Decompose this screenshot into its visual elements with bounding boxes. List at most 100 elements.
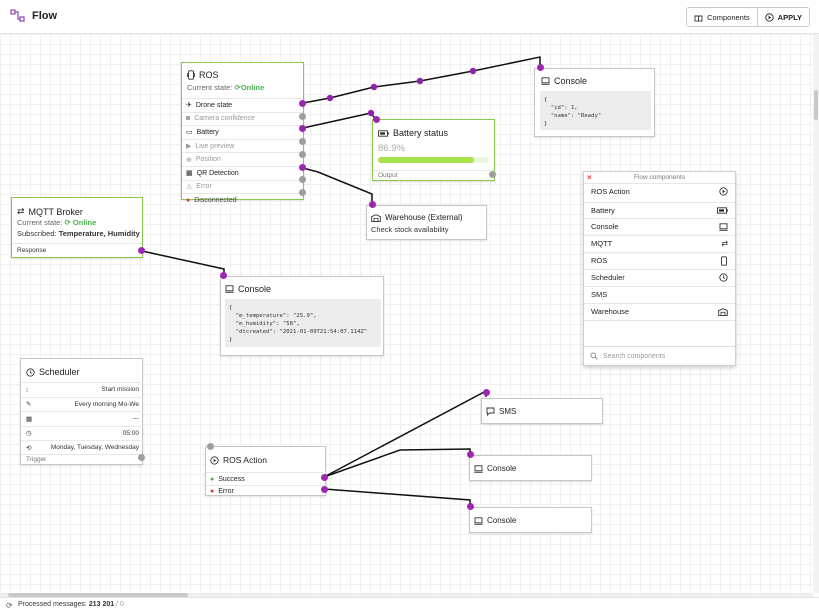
warehouse-header: Warehouse (External) xyxy=(371,213,463,222)
ros-port-battery[interactable] xyxy=(299,125,306,132)
mqtt-subscribed: Subscribed: Temperature, Humidity xyxy=(17,229,140,238)
ros-output-error[interactable]: ⚠Error xyxy=(182,179,303,194)
components-button[interactable]: Components xyxy=(687,8,757,26)
gift-icon xyxy=(694,15,703,21)
component-item-scheduler[interactable]: Scheduler xyxy=(584,269,735,286)
ros-output-drone-state[interactable]: ✈Drone state xyxy=(182,98,303,112)
ros-output-qr-detection[interactable]: ▦QR Detection xyxy=(182,165,303,180)
component-search-input[interactable]: Search components xyxy=(603,352,666,360)
ros-output-live-preview[interactable]: ▶Live preview xyxy=(182,138,303,153)
console-node-title: Console xyxy=(487,464,517,473)
ros-output-position[interactable]: ⊕Position xyxy=(182,152,303,166)
sms-title: SMS xyxy=(499,407,517,416)
apply-button[interactable]: APPLY xyxy=(756,8,809,26)
ros-action-node[interactable]: ROS Action ●Success ●Error xyxy=(205,446,327,499)
scheduler-row-action[interactable]: ⁝Start mission xyxy=(21,382,143,397)
device-icon xyxy=(721,256,727,266)
battery-status-input-port[interactable] xyxy=(373,116,380,123)
calendar-icon: ▦ xyxy=(26,415,33,423)
component-item-battery[interactable]: Battery xyxy=(584,201,735,219)
mqtt-subscribed-value: Temperature, Humidity xyxy=(58,229,140,238)
status-bar: ⟳ Processed messages: 213 201 / 0 xyxy=(0,597,819,614)
ros-output-disconnected[interactable]: ●Disconnected xyxy=(182,193,303,207)
ros-port-error[interactable] xyxy=(299,176,306,183)
ros-node-state-value: Online xyxy=(240,83,265,92)
scheduler-trigger-port[interactable] xyxy=(138,454,145,461)
component-item-ros-action[interactable]: ROS Action xyxy=(584,183,735,200)
mqtt-broker-node[interactable]: ⇄ MQTT Broker Current state: ⟳ Online Su… xyxy=(11,197,143,258)
ros-output-label: Drone state xyxy=(195,101,233,109)
console-b1-input-port[interactable] xyxy=(467,451,474,458)
component-search[interactable]: Search components xyxy=(584,346,735,365)
warehouse-input-port[interactable] xyxy=(369,201,376,208)
scheduler-row-repeat[interactable]: ⟲Monday, Tuesday, Wednesday xyxy=(21,440,143,455)
vertical-scrollbar[interactable] xyxy=(813,34,819,593)
console-node-b1[interactable]: Console xyxy=(469,455,592,481)
mqtt-header: ⇄ MQTT Broker xyxy=(17,206,83,217)
mqtt-response-port[interactable] xyxy=(138,247,145,254)
scheduler-row-date[interactable]: ▦--- xyxy=(21,411,143,426)
battery-status-footer: Output xyxy=(378,172,398,179)
ros-port-drone-state[interactable] xyxy=(299,100,306,107)
console-mid-input-port[interactable] xyxy=(220,272,227,279)
sms-header: SMS xyxy=(486,407,516,416)
close-icon[interactable]: × xyxy=(587,173,592,182)
component-item-ros[interactable]: ROS xyxy=(584,252,735,269)
horizontal-scrollbar[interactable] xyxy=(0,593,813,597)
warehouse-subtitle: Check stock availability xyxy=(371,225,449,234)
ros-output-label: Disconnected xyxy=(194,196,237,204)
console-node-header: Console xyxy=(225,284,271,294)
component-item-sms[interactable]: SMS xyxy=(584,286,735,303)
scheduler-row-value: Monday, Tuesday, Wednesday xyxy=(50,444,139,452)
scheduler-row-value: 05:00 xyxy=(122,429,139,437)
drone-icon: ✈ xyxy=(186,102,192,110)
component-item-label: ROS xyxy=(591,256,608,266)
scheduler-row-time[interactable]: ◷ 05:00 xyxy=(21,425,143,441)
console-node-b2[interactable]: Console xyxy=(469,507,592,533)
console-node-top[interactable]: Console { "id": 1, "name": "Ready" } xyxy=(534,68,655,137)
ros-node[interactable]: ROS Current state: ⟳Online ✈Drone state … xyxy=(181,62,304,204)
console-node-header: Console xyxy=(474,516,516,525)
ros-action-header: ROS Action xyxy=(210,455,267,465)
clock-icon xyxy=(719,273,728,282)
clock-icon xyxy=(26,367,35,377)
sms-node[interactable]: SMS xyxy=(481,398,603,424)
battery-status-output-port[interactable] xyxy=(489,171,496,178)
component-item-label: ROS Action xyxy=(591,187,630,197)
warehouse-node[interactable]: Warehouse (External) Check stock availab… xyxy=(366,205,487,240)
panel-title: Flow components xyxy=(634,174,685,181)
ros-port-qr-detection[interactable] xyxy=(299,164,306,171)
battery-status-node[interactable]: Battery status 86.9% Output xyxy=(372,119,495,181)
horizontal-scrollbar-thumb[interactable] xyxy=(8,593,188,597)
ros-output-battery[interactable]: ▭Battery xyxy=(182,125,303,139)
ros-action-output-error[interactable]: ●Error xyxy=(206,484,327,499)
ros-port-live-preview[interactable] xyxy=(299,138,306,145)
console-node-title: Console xyxy=(238,284,272,294)
vertical-scrollbar-thumb[interactable] xyxy=(814,90,818,120)
component-item-mqtt[interactable]: MQTT ⇄ xyxy=(584,235,735,252)
scheduler-title: Scheduler xyxy=(39,367,80,377)
swap-icon: ⇄ xyxy=(17,206,25,216)
ros-node-state: Current state: ⟳Online xyxy=(187,83,264,92)
console-b2-input-port[interactable] xyxy=(467,503,474,510)
ros-port-disconnected[interactable] xyxy=(299,189,306,196)
battery-progress-bar xyxy=(378,157,475,163)
ros-action-error-port[interactable] xyxy=(321,486,328,493)
scheduler-node[interactable]: Scheduler ⁝Start mission ✎Every morning … xyxy=(20,358,143,465)
component-item-warehouse[interactable]: Warehouse xyxy=(584,303,735,320)
video-icon: ▶ xyxy=(186,143,192,151)
component-item-console[interactable]: Console xyxy=(584,218,735,235)
scheduler-header: Scheduler xyxy=(26,367,80,377)
battery-icon: ▭ xyxy=(186,129,193,137)
ros-output-camera-confidence[interactable]: ◙Camera confidence xyxy=(182,111,303,126)
ros-action-success-port[interactable] xyxy=(321,474,328,481)
ros-action-input-port[interactable] xyxy=(207,443,214,450)
sms-input-port[interactable] xyxy=(483,389,490,396)
scheduler-row-description[interactable]: ✎Every morning Mo-We xyxy=(21,396,143,412)
console-top-input-port[interactable] xyxy=(537,64,544,71)
console-node-mid[interactable]: Console { "m_temperature": "25.9", "m_hu… xyxy=(220,276,384,356)
ros-port-camera-confidence[interactable] xyxy=(299,113,306,120)
clock-icon: ◷ xyxy=(26,430,32,438)
ros-action-output-success[interactable]: ●Success xyxy=(206,472,327,486)
ros-port-position[interactable] xyxy=(299,151,306,158)
